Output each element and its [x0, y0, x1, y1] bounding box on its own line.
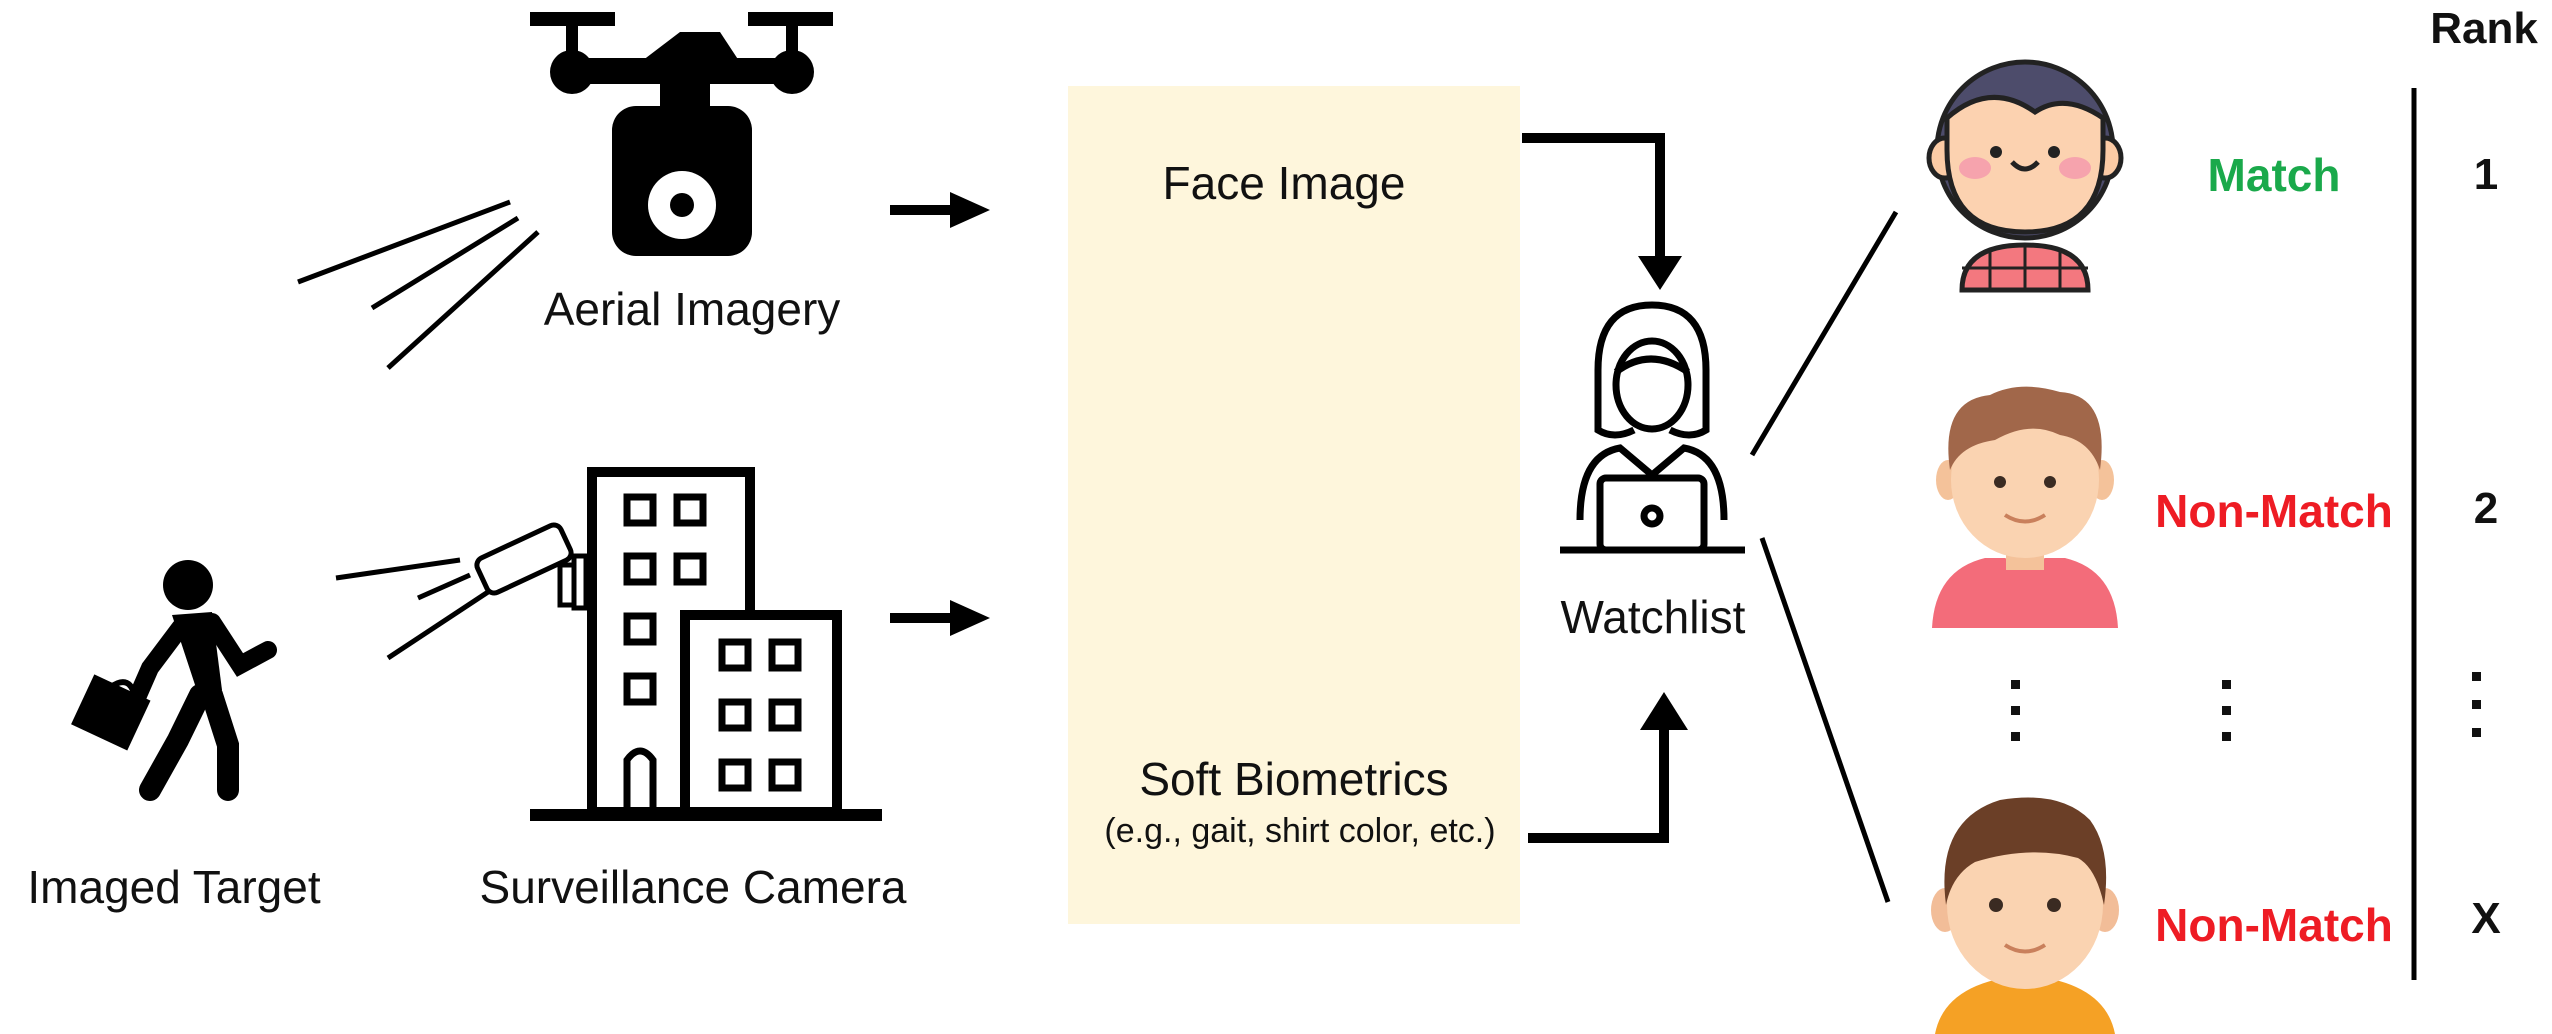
avatar-boy: [1932, 386, 2118, 628]
arrow-icon: [890, 192, 990, 636]
imaged-target-label: Imaged Target: [27, 861, 321, 913]
person-walking-icon: [71, 560, 277, 801]
face-image-label: Face Image: [1162, 157, 1406, 209]
feature-panel: [1068, 86, 1520, 924]
building-icon: [530, 467, 882, 821]
result-rank-3: X: [2471, 894, 2501, 943]
arrow-up-icon: [1640, 692, 1688, 730]
avatar-man: [1931, 797, 2119, 1034]
aerial-imagery-label: Aerial Imagery: [543, 283, 841, 335]
avatar-girl: [1926, 59, 2124, 293]
result-lines: [1749, 210, 1899, 903]
surveillance-camera-label: Surveillance Camera: [479, 861, 907, 913]
connector-lines: [1522, 133, 1669, 843]
soft-biometrics-examples: (e.g., gait, shirt color, etc.): [1104, 812, 1496, 850]
result-status-1: Match: [2207, 149, 2341, 201]
watchlist-label: Watchlist: [1560, 591, 1746, 643]
result-status-3: Non-Match: [2155, 899, 2393, 951]
camera-icon: [612, 106, 752, 256]
rank-header: Rank: [2430, 4, 2538, 53]
result-status-2: Non-Match: [2155, 485, 2393, 537]
cctv-view-lines: [335, 557, 490, 661]
cctv-icon: [474, 522, 589, 611]
ellipsis-icon: [2011, 672, 2481, 741]
briefcase-icon: [71, 674, 151, 751]
result-rank-1: 1: [2473, 150, 2499, 199]
drone-icon: [530, 12, 833, 256]
soft-biometrics-label: Soft Biometrics: [1139, 753, 1449, 805]
arrow-down-icon: [1638, 256, 1682, 290]
aerial-view-lines: [297, 199, 540, 370]
result-rank-2: 2: [2473, 484, 2499, 533]
operator-laptop-icon: [1560, 301, 1745, 554]
